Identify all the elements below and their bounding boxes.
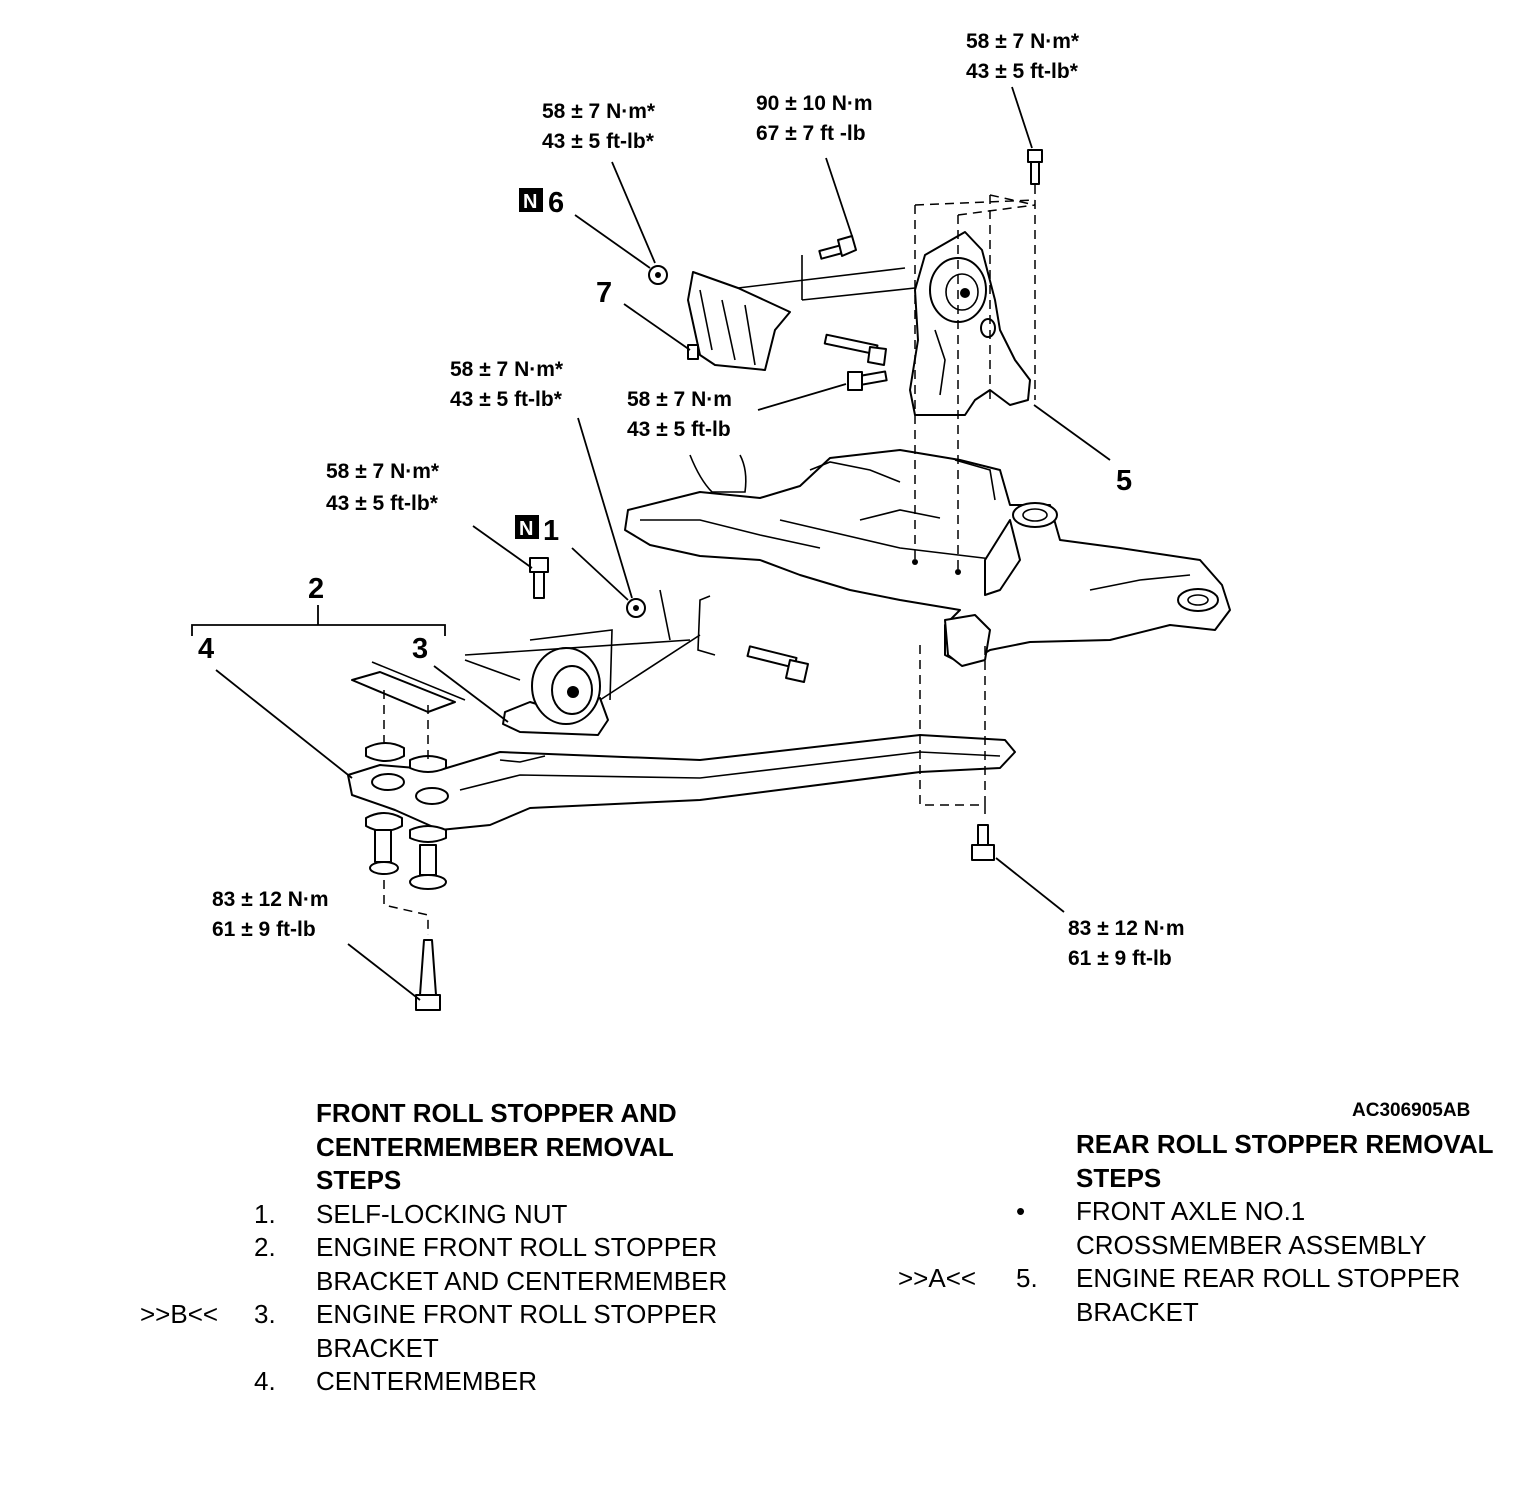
front-step-row: 1. SELF-LOCKING NUT bbox=[140, 1198, 780, 1232]
torque-top-mid-ftlb: 43 ± 5 ft-lb* bbox=[542, 130, 655, 153]
rear-step-bullet: • bbox=[1016, 1196, 1026, 1226]
figure-code: AC306905AB bbox=[1352, 1100, 1471, 1121]
alignment-lines bbox=[383, 185, 1036, 935]
leader-lines bbox=[191, 86, 1111, 1001]
front-step-number: 3. bbox=[254, 1299, 276, 1329]
torque-bottom-right-ftlb: 61 ± 9 ft-lb bbox=[1068, 947, 1172, 970]
torque-90-ftlb: 67 ± 7 ft -lb bbox=[756, 122, 866, 145]
front-step-row: >>B<< 3. ENGINE FRONT ROLL STOPPER BRACK… bbox=[140, 1298, 780, 1365]
torque-top-right-ftlb: 43 ± 5 ft-lb* bbox=[966, 60, 1079, 83]
front-step-text: CENTERMEMBER bbox=[316, 1366, 538, 1396]
callout-5: 5 bbox=[1116, 465, 1132, 497]
torque-top-right-nm: 58 ± 7 N·m* bbox=[966, 30, 1080, 53]
rear-step-number: 5. bbox=[1016, 1263, 1038, 1293]
callout-labels: N 6 N 1 7 5 2 4 3 bbox=[198, 187, 1132, 665]
front-step-text: SELF-LOCKING NUT bbox=[316, 1198, 568, 1229]
callout-2: 2 bbox=[308, 573, 324, 605]
torque-mid-bracket-nm: 58 ± 7 N·m* bbox=[450, 358, 564, 381]
exploded-diagram: N 6 N 1 7 5 2 4 3 58 ± 7 N·m* 43 ± 5 ft-… bbox=[191, 30, 1231, 1011]
front-axle-crossmember bbox=[624, 449, 1231, 667]
torque-left-bolt-ftlb: 43 ± 5 ft-lb* bbox=[326, 492, 439, 515]
n-badge-1 bbox=[515, 515, 539, 539]
callout-7: 7 bbox=[596, 277, 612, 309]
upper-bracket bbox=[687, 271, 791, 371]
callout-1: 1 bbox=[543, 515, 559, 547]
n-badge-6 bbox=[519, 188, 543, 212]
front-step-row: 2. ENGINE FRONT ROLL STOPPER BRACKET AND… bbox=[140, 1231, 780, 1298]
rear-steps-heading: REAR ROLL STOPPER REMOVAL STEPS bbox=[1076, 1129, 1494, 1193]
rear-step-text: ENGINE REAR ROLL STOPPER BRACKET bbox=[1076, 1263, 1461, 1327]
front-step-number: 1. bbox=[254, 1198, 276, 1229]
torque-bottom-left-nm: 83 ± 12 N·m bbox=[212, 888, 329, 911]
torque-mid-plain-nm: 58 ± 7 N·m bbox=[627, 388, 732, 411]
centermember-bushings bbox=[365, 742, 447, 890]
fasteners bbox=[415, 149, 1043, 1011]
centermember bbox=[347, 734, 1016, 831]
front-step-text: ENGINE FRONT ROLL STOPPER BRACKET AND CE… bbox=[316, 1232, 728, 1296]
front-step-number: 4. bbox=[254, 1366, 276, 1396]
rear-step-row: • FRONT AXLE NO.1 CROSSMEMBER ASSEMBLY bbox=[898, 1195, 1518, 1262]
front-step-number: 2. bbox=[254, 1232, 276, 1262]
torque-specs: 58 ± 7 N·m* 43 ± 5 ft-lb* 58 ± 7 N·m* 43… bbox=[212, 30, 1185, 970]
front-step-row: 4. CENTERMEMBER bbox=[140, 1365, 780, 1399]
rear-step-ref: >>A<< bbox=[898, 1263, 977, 1293]
rear-step-row: >>A<< 5. ENGINE REAR ROLL STOPPER BRACKE… bbox=[898, 1262, 1518, 1329]
torque-bottom-left-ftlb: 61 ± 9 ft-lb bbox=[212, 918, 316, 941]
front-step-ref: >>B<< bbox=[140, 1299, 219, 1329]
torque-left-bolt-nm: 58 ± 7 N·m* bbox=[326, 460, 440, 483]
torque-top-mid-nm: 58 ± 7 N·m* bbox=[542, 100, 656, 123]
rear-roll-stopper-bracket bbox=[909, 231, 1031, 416]
front-stopper-shim bbox=[351, 661, 466, 713]
callout-6: 6 bbox=[548, 187, 564, 219]
torque-mid-bracket-ftlb: 43 ± 5 ft-lb* bbox=[450, 388, 563, 411]
front-steps-heading: FRONT ROLL STOPPER AND CENTERMEMBER REMO… bbox=[316, 1098, 677, 1195]
rear-step-text: FRONT AXLE NO.1 CROSSMEMBER ASSEMBLY bbox=[1076, 1196, 1427, 1260]
torque-bottom-right-nm: 83 ± 12 N·m bbox=[1068, 917, 1185, 940]
torque-90-nm: 90 ± 10 N·m bbox=[756, 92, 873, 115]
callout-3: 3 bbox=[412, 633, 428, 665]
rear-removal-steps: REAR ROLL STOPPER REMOVAL STEPS • FRONT … bbox=[898, 1128, 1518, 1329]
front-step-text: ENGINE FRONT ROLL STOPPER BRACKET bbox=[316, 1299, 718, 1363]
torque-mid-plain-ftlb: 43 ± 5 ft-lb bbox=[627, 418, 731, 441]
n-badge-6-text: N bbox=[523, 191, 537, 213]
callout-4: 4 bbox=[198, 633, 214, 665]
n-badge-1-text: N bbox=[519, 518, 533, 540]
front-removal-steps: FRONT ROLL STOPPER AND CENTERMEMBER REMO… bbox=[140, 1097, 780, 1399]
